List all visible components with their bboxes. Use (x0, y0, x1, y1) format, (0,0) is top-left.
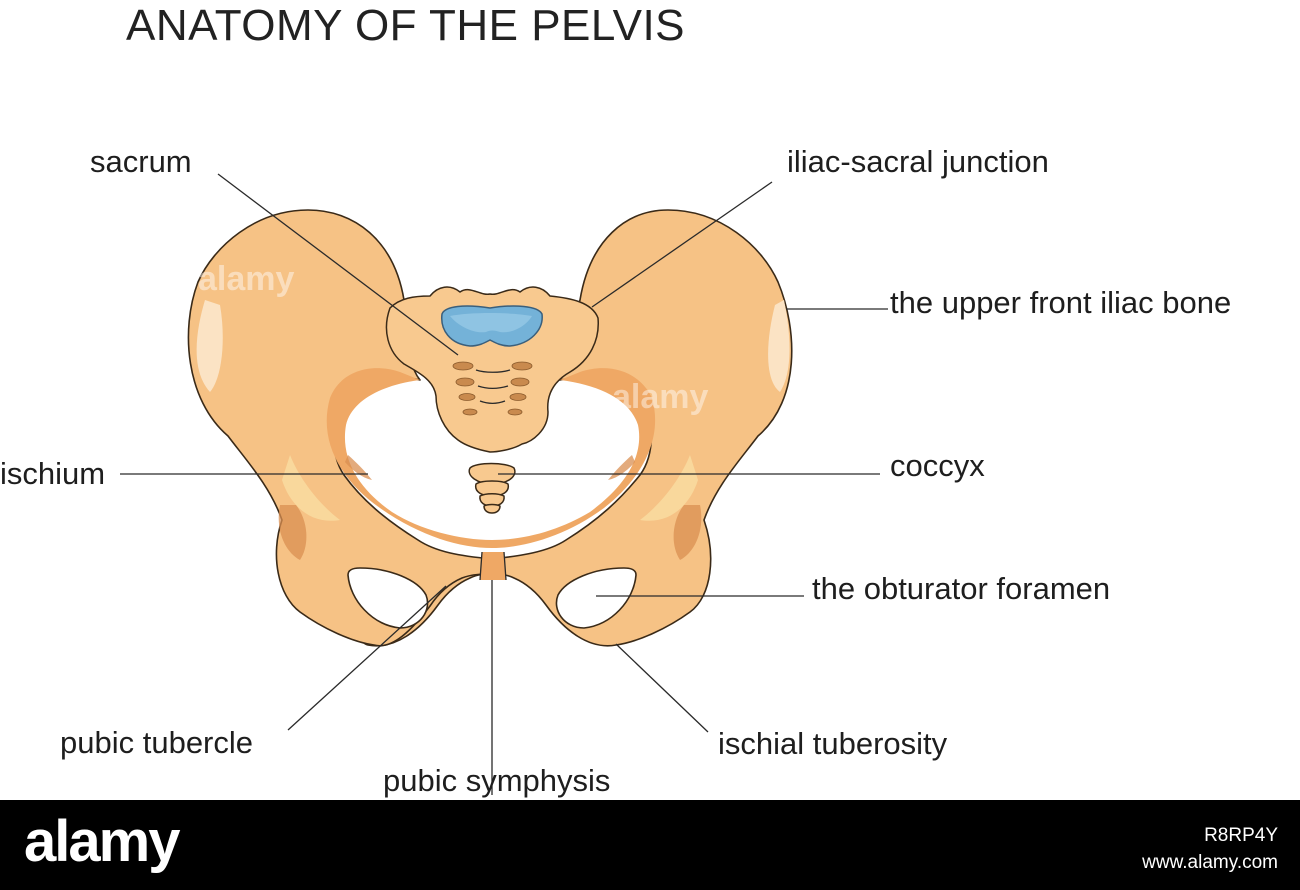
left-ischium-light (282, 455, 340, 521)
sacrum-bone (385, 286, 599, 453)
pubic-symphysis-block (480, 552, 506, 580)
site-url: www.alamy.com (1142, 852, 1278, 873)
label-ischial-tuberosity: ischial tuberosity (718, 726, 948, 761)
right-obturator-hole (555, 567, 637, 629)
bone-watermark-right: alamy (612, 378, 708, 416)
leader-sacrum (217, 173, 459, 356)
sacral-foramina (452, 361, 533, 416)
label-obturator-foramen: the obturator foramen (812, 571, 1110, 606)
label-upper-front-iliac-bone: the upper front iliac bone (890, 285, 1231, 320)
label-coccyx: coccyx (890, 448, 985, 483)
label-sacrum: sacrum (90, 144, 192, 179)
labels: sacrum iliac-sacral junction the upper f… (0, 144, 1231, 798)
leader-ischial-tuberosity (615, 643, 709, 733)
pelvic-rim-shade (326, 368, 656, 548)
pelvis-illustration: alamy alamy (187, 209, 793, 647)
left-acetabulum-shadow (278, 505, 307, 560)
image-id: R8RP4Y (1204, 825, 1278, 846)
coccyx-bone (468, 462, 516, 514)
label-iliac-sacral-junction: iliac-sacral junction (787, 144, 1049, 179)
right-ischium-light (640, 455, 698, 521)
watermark-footer: alamy R8RP4Y www.alamy.com (0, 800, 1300, 890)
leader-lines (120, 173, 888, 795)
label-pubic-tubercle: pubic tubercle (60, 725, 253, 760)
right-iliac-highlight (768, 300, 790, 392)
bone-watermark-left: alamy (198, 260, 294, 298)
leader-pubic-tubercle (287, 585, 447, 731)
left-iliac-highlight (196, 300, 223, 392)
brand-logo: alamy (24, 809, 180, 874)
right-acetabulum-shadow (673, 505, 702, 560)
label-ischium: ischium (0, 456, 105, 491)
pelvis-diagram: alamy alamy sacrum iliac-sacral junction… (0, 144, 1231, 798)
label-pubic-symphysis: pubic symphysis (383, 763, 610, 798)
left-obturator-hole (347, 567, 429, 629)
leader-iliac-sacral (591, 181, 773, 308)
page-title: ANATOMY OF THE PELVIS (126, 1, 686, 50)
footer-meta: R8RP4Y www.alamy.com (1142, 822, 1278, 876)
